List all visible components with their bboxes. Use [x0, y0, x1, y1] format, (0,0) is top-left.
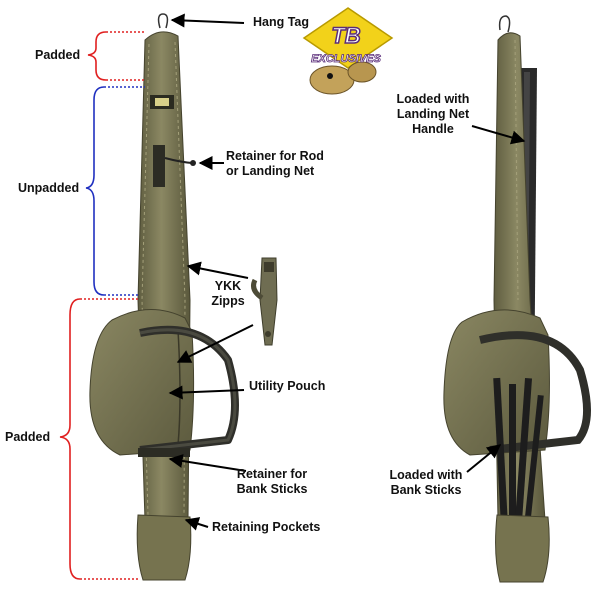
label-loaded-net-line2: Landing Net: [396, 107, 470, 121]
tb-exclusives-logo: TB EXCLUSIVES: [302, 7, 394, 95]
utility-pouch: [89, 309, 195, 456]
label-retainer-bank-line2: Bank Sticks: [236, 482, 308, 496]
label-padded-bottom: Padded: [5, 430, 51, 444]
label-padded-top: Padded: [35, 48, 81, 62]
label-ykk-line1: YKK: [214, 279, 242, 293]
rod-retainer-strap: [153, 145, 165, 187]
logo-line2: EXCLUSIVES: [311, 53, 381, 65]
label-retainer-rod-line2: or Landing Net: [226, 164, 315, 178]
label-retainer-rod-line1: Retainer for Rod: [226, 149, 324, 163]
left-rod-bag: [89, 13, 239, 581]
label-retainer-bank: Retainer for Bank Sticks: [217, 467, 327, 497]
hang-tag-loop: [157, 13, 169, 29]
ykk-zip-puller: [251, 257, 278, 346]
label-utility-pouch: Utility Pouch: [249, 379, 326, 393]
right-rod-bag: [443, 15, 592, 583]
label-loaded-net-line3: Handle: [412, 122, 454, 136]
label-ykk-zipps: YKK Zipps: [204, 279, 252, 309]
unpadded-bracket: [85, 86, 145, 296]
label-hang-tag: Hang Tag: [253, 15, 310, 29]
label-retainer-rod: Retainer for Rod or Landing Net: [226, 149, 324, 179]
label-loaded-net-line1: Loaded with: [396, 92, 470, 106]
label-loaded-bank-line1: Loaded with: [389, 468, 463, 482]
label-loaded-bank-sticks: Loaded with Bank Sticks: [376, 468, 476, 498]
label-retainer-bank-line1: Retainer for: [236, 467, 308, 481]
retaining-pocket: [136, 514, 192, 581]
padded-top-bracket: [87, 31, 145, 81]
label-loaded-bank-line2: Bank Sticks: [390, 483, 462, 497]
label-loaded-landing-net: Loaded with Landing Net Handle: [378, 92, 488, 137]
label-retaining-pockets: Retaining Pockets: [212, 520, 321, 534]
label-ykk-line2: Zipps: [211, 294, 245, 308]
label-unpadded: Unpadded: [18, 181, 80, 195]
logo-line1: TB: [331, 23, 360, 48]
padded-bottom-bracket: [59, 298, 140, 580]
callout-arrows: [168, 13, 526, 531]
